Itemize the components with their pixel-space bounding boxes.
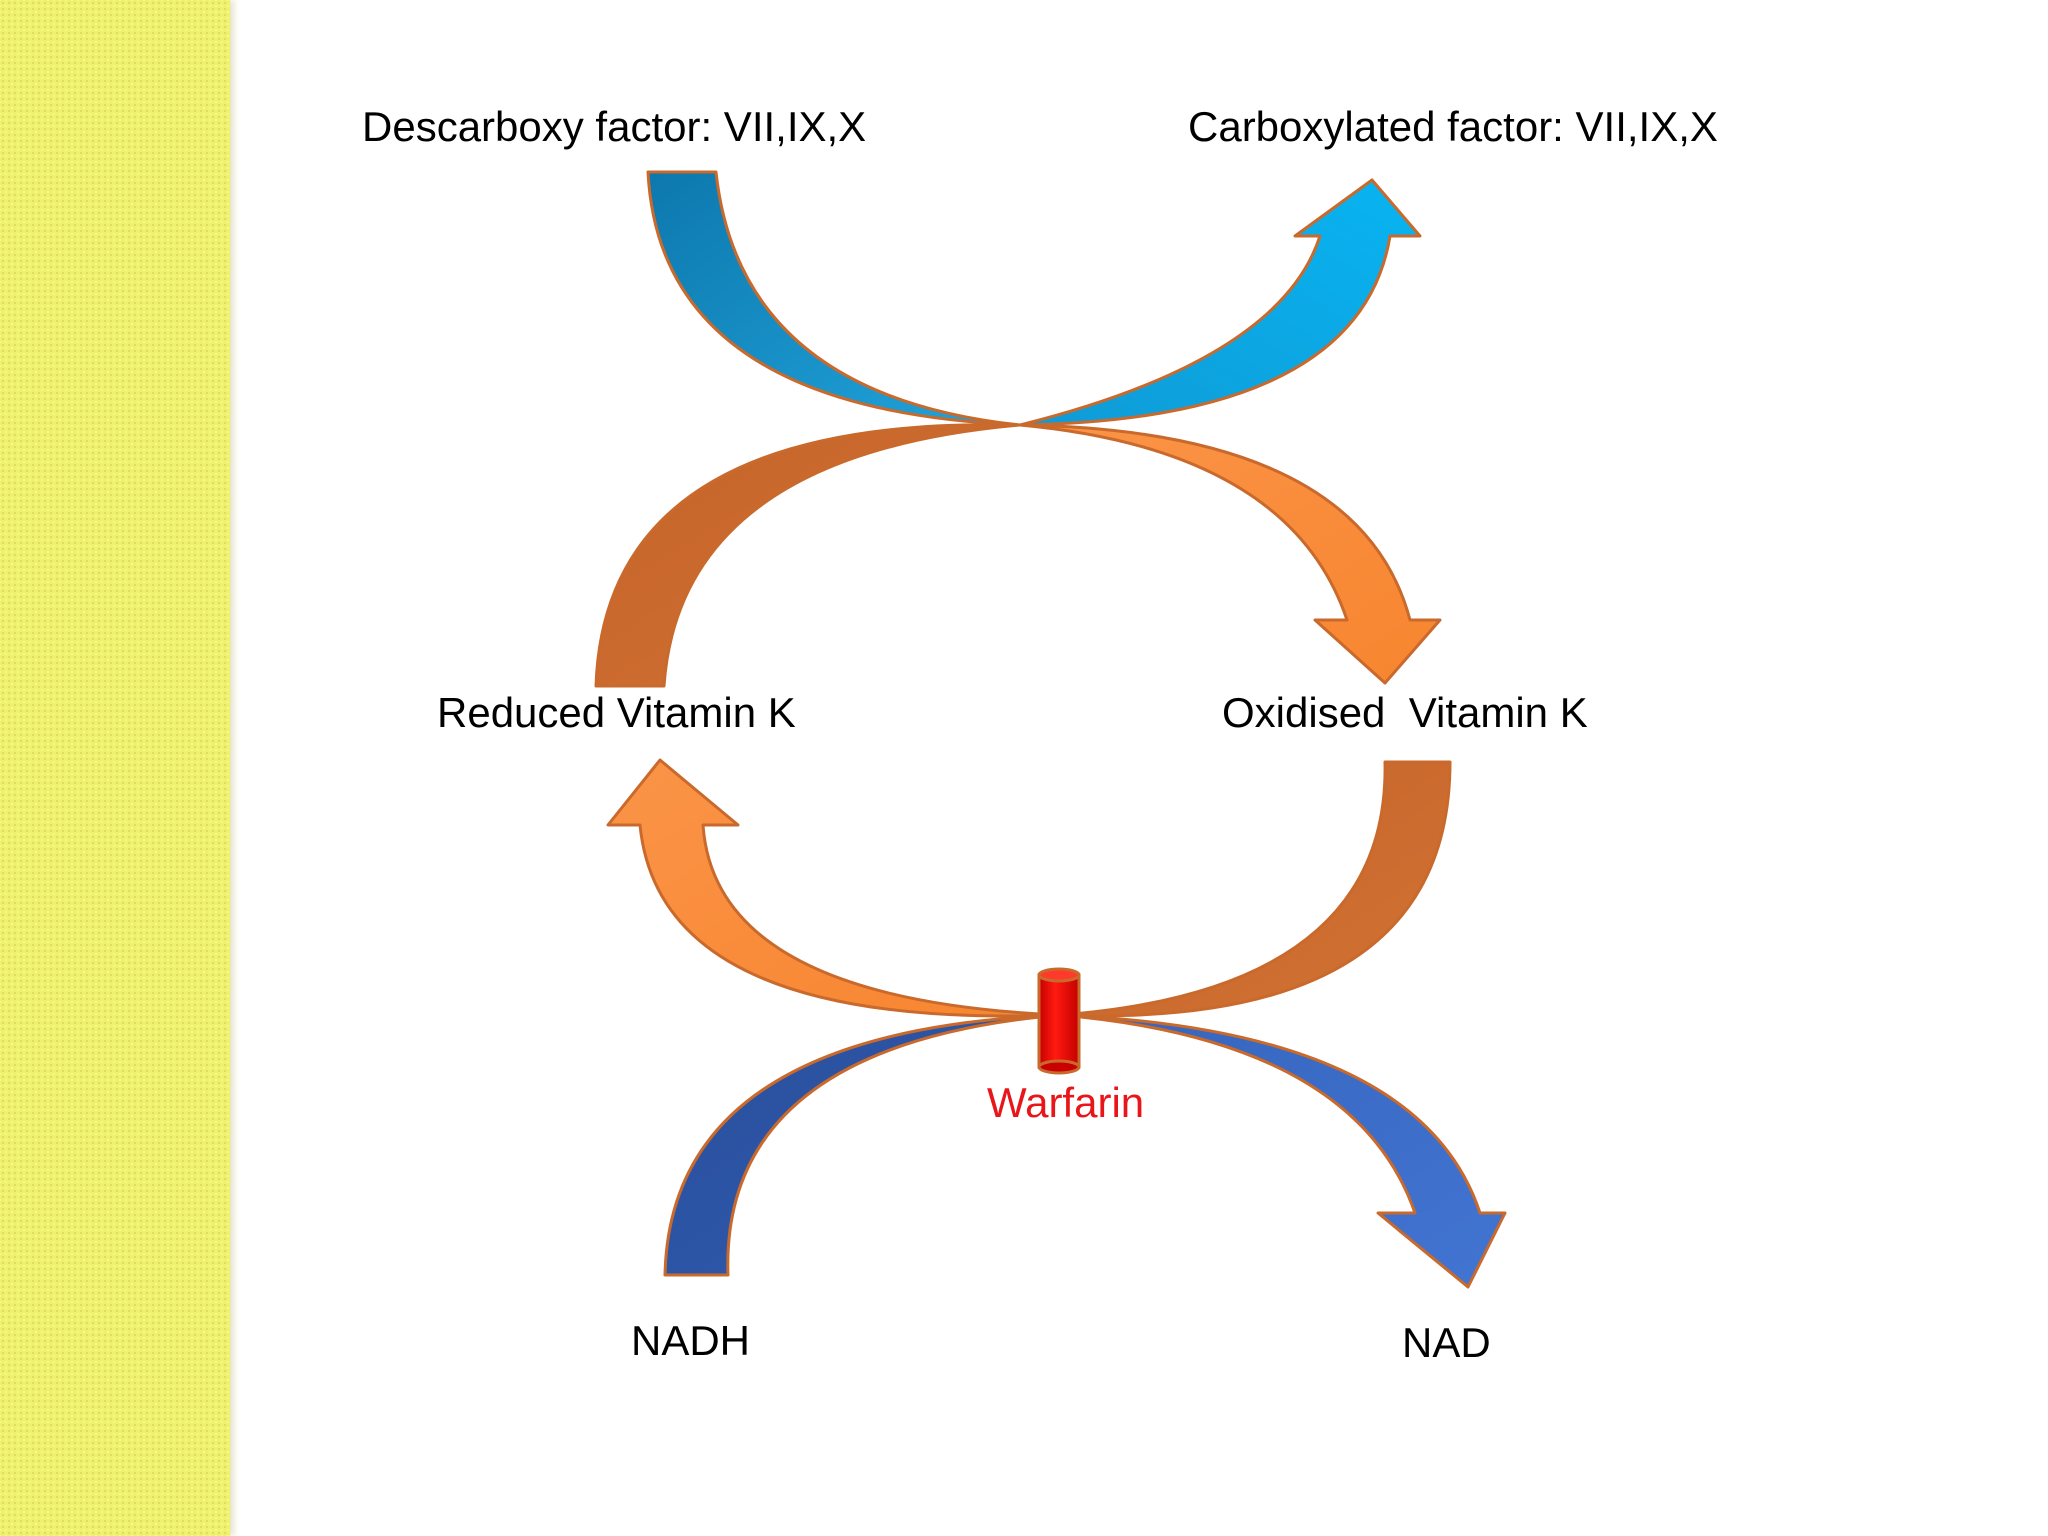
descarboxy-factor-label: Descarboxy factor: VII,IX,X — [362, 103, 867, 150]
nadh-label: NADH — [631, 1317, 751, 1364]
nadh-to-center-arrow — [663, 1013, 1062, 1277]
oxidised-vk-to-center-arrow — [1058, 760, 1452, 1018]
oxidised-vitamin-k-label: Oxidised Vitamin K — [1222, 689, 1588, 736]
reduced-vitamin-k-label: Reduced Vitamin K — [437, 689, 796, 736]
warfarin-label: Warfarin — [987, 1079, 1145, 1126]
descarboxy-to-center-arrow — [646, 170, 1022, 427]
nad-label: NAD — [1402, 1319, 1491, 1366]
reduced-vk-to-center-arrow — [594, 423, 1022, 688]
center-to-carboxylated-arrow — [1018, 178, 1422, 427]
center-to-oxidised-vk-arrow — [1018, 423, 1442, 685]
carboxylated-factor-label: Carboxylated factor: VII,IX,X — [1188, 103, 1718, 150]
center-to-nad-arrow — [1058, 1013, 1507, 1289]
center-to-reduced-vk-arrow — [606, 758, 1062, 1018]
yellow-sidebar-decoration — [0, 0, 230, 1536]
warfarin-blocker-cylinder-icon — [1037, 967, 1081, 1075]
